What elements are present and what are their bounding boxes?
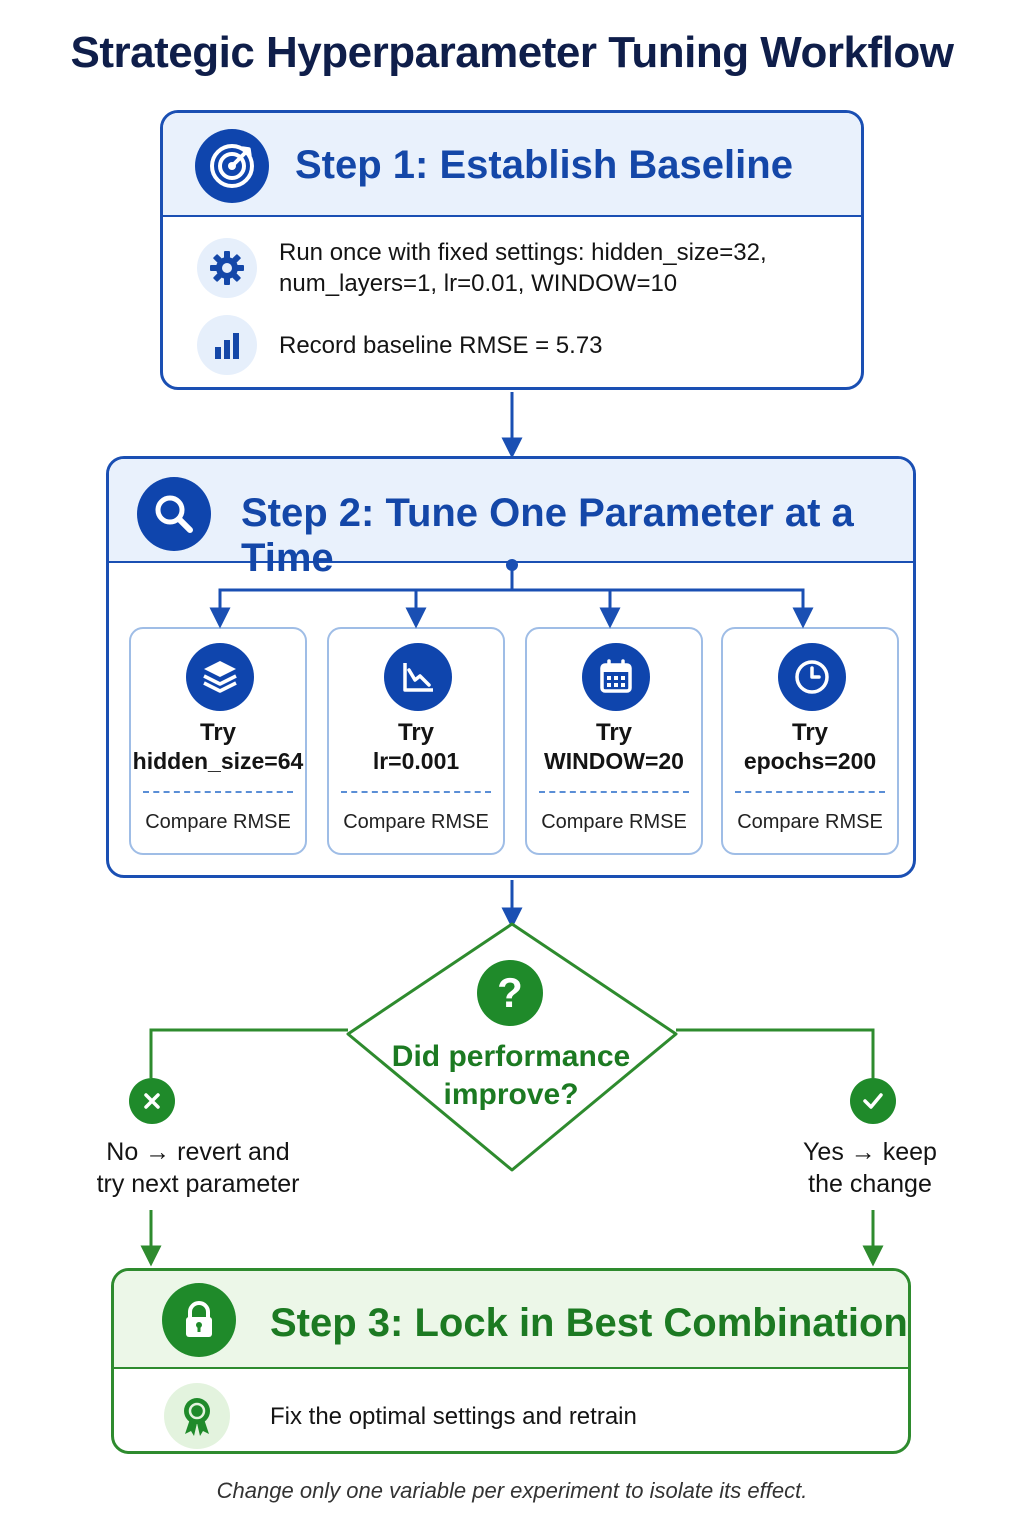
clock-icon (778, 643, 846, 711)
search-icon (137, 477, 211, 551)
calendar-icon (582, 643, 650, 711)
card-param-value: hidden_size=64 (132, 748, 304, 774)
no-branch-line (149, 1028, 348, 1078)
card-compare-label: Compare RMSE (343, 811, 489, 833)
step2-header: Step 2: Tune One Parameter at a Time (109, 459, 913, 580)
param-card-hidden-size: Try hidden_size=64 Compare RMSE (129, 627, 307, 855)
no-label-line1: No → revert and (106, 1138, 290, 1166)
card-param-value: lr=0.001 (372, 748, 460, 774)
card-try-label: Try (791, 719, 829, 746)
param-card-window: Try WINDOW=20 Compare RMSE (525, 627, 703, 855)
step1-title: Step 1: Establish Baseline (295, 143, 793, 187)
card-compare-label: Compare RMSE (145, 811, 291, 833)
step3-item-text: Fix the optimal settings and retrain (270, 1402, 637, 1430)
no-branch-label: No → revert and try next parameter (60, 1136, 336, 1200)
step1-header: Step 1: Establish Baseline (163, 113, 861, 217)
card-divider (143, 791, 293, 793)
gear-icon (197, 238, 257, 298)
no-label-line2: try next parameter (96, 1170, 300, 1198)
step3-item: Fix the optimal settings and retrain (164, 1383, 637, 1449)
card-divider (735, 791, 885, 793)
step1-record-text: Record baseline RMSE = 5.73 (279, 331, 603, 359)
yes-branch-label: Yes → keep the change (760, 1136, 980, 1200)
card-divider (539, 791, 689, 793)
yes-label-line2: the change (808, 1170, 932, 1198)
param-card-epochs: Try epochs=200 Compare RMSE (721, 627, 899, 855)
award-icon (164, 1383, 230, 1449)
card-compare-label: Compare RMSE (541, 811, 687, 833)
lock-icon (162, 1283, 236, 1357)
step1-item-run: Run once with fixed settings: hidden_siz… (197, 237, 767, 299)
target-icon (195, 129, 269, 203)
yes-label-line1: Yes → keep (803, 1138, 937, 1166)
footer-note: Change only one variable per experiment … (216, 1478, 808, 1503)
step1-box: Step 1: Establish Baseline Run on (160, 110, 864, 390)
step3-title: Step 3: Lock in Best Combination (270, 1301, 908, 1345)
bar-chart-icon (197, 315, 257, 375)
decision-line2: improve? (443, 1078, 579, 1111)
step3-box: Step 3: Lock in Best Combination Fix the… (111, 1268, 911, 1454)
step1-run-text: Run once with fixed settings: hidden_siz… (279, 237, 767, 299)
card-param-value: WINDOW=20 (544, 748, 684, 774)
layers-icon (186, 643, 254, 711)
step2-title: Step 2: Tune One Parameter at a Time (241, 491, 854, 580)
page-title: Strategic Hyperparameter Tuning Workflow (70, 28, 955, 77)
step2-box: Step 2: Tune One Parameter at a Time Try… (106, 456, 916, 878)
step1-run-line2: num_layers=1, lr=0.01, WINDOW=10 (279, 270, 678, 297)
param-card-lr: Try lr=0.001 Compare RMSE (327, 627, 505, 855)
step3-header: Step 3: Lock in Best Combination (114, 1271, 908, 1369)
card-try-label: Try (397, 719, 435, 746)
line-chart-icon (384, 643, 452, 711)
step1-item-record: Record baseline RMSE = 5.73 (197, 315, 603, 375)
decision-text: Did performance improve? (370, 1038, 652, 1114)
card-compare-label: Compare RMSE (737, 811, 883, 833)
card-try-label: Try (595, 719, 633, 746)
step1-run-line1: Run once with fixed settings: hidden_siz… (279, 239, 767, 266)
yes-branch-line (676, 1028, 875, 1078)
card-try-label: Try (199, 719, 237, 746)
decision-line1: Did performance (391, 1040, 631, 1073)
check-icon (850, 1078, 896, 1124)
question-icon: ? (477, 960, 543, 1026)
card-divider (341, 791, 491, 793)
card-param-value: epochs=200 (743, 748, 877, 774)
x-icon (129, 1078, 175, 1124)
